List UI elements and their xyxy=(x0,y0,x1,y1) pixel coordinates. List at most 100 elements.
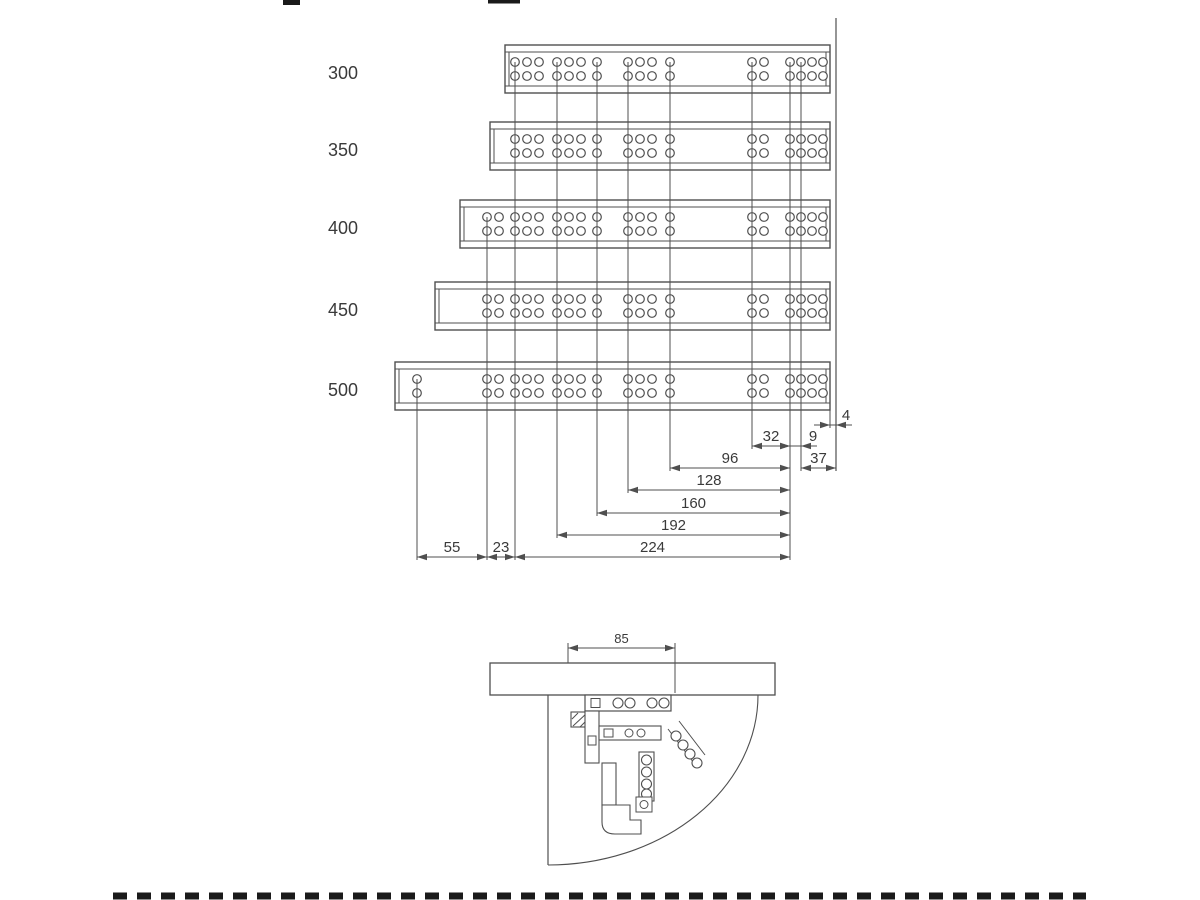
rail-450: 450 xyxy=(328,281,831,331)
dimension-arrow xyxy=(801,442,811,450)
mounting-hole xyxy=(647,212,657,222)
cabinet-top-panel xyxy=(489,662,776,696)
mounting-hole xyxy=(576,226,586,236)
top-edge-artifact xyxy=(488,0,520,4)
dimension-arrow xyxy=(801,464,811,472)
dimension-label: 128 xyxy=(696,472,721,489)
mounting-hole xyxy=(818,148,828,158)
mounting-hole xyxy=(635,71,645,81)
mounting-hole xyxy=(759,134,769,144)
dimension-arrow xyxy=(417,553,427,561)
dimension-55: 55 xyxy=(417,539,487,561)
mounting-hole xyxy=(759,308,769,318)
cross-section-view: 85 xyxy=(489,631,776,866)
mounting-hole xyxy=(576,212,586,222)
mounting-hole xyxy=(807,294,817,304)
dimension-85: 85 xyxy=(567,631,676,693)
mounting-hole xyxy=(647,134,657,144)
mounting-hole xyxy=(534,71,544,81)
mounting-hole xyxy=(759,388,769,398)
mounting-hole xyxy=(818,374,828,384)
top-edge-artifact xyxy=(283,0,300,5)
mounting-hole xyxy=(494,226,504,236)
mounting-hole xyxy=(522,148,532,158)
section-roller xyxy=(658,697,670,709)
dimension-9: 9 xyxy=(774,428,817,450)
mounting-hole xyxy=(494,294,504,304)
mounting-hole xyxy=(635,134,645,144)
dimension-label: 23 xyxy=(493,539,510,556)
dimension-label: 32 xyxy=(763,428,780,445)
dimension-arrow xyxy=(820,421,830,429)
mounting-hole xyxy=(647,148,657,158)
extension-lines xyxy=(416,18,837,560)
mounting-hole xyxy=(647,308,657,318)
section-roller xyxy=(640,766,653,778)
mounting-hole xyxy=(818,294,828,304)
mounting-hole xyxy=(635,374,645,384)
mounting-hole xyxy=(522,134,532,144)
mounting-hole xyxy=(818,71,828,81)
mounting-hole xyxy=(522,294,532,304)
mounting-hole xyxy=(522,71,532,81)
section-roller xyxy=(684,748,696,760)
dimension-arrow xyxy=(826,464,836,472)
mounting-hole xyxy=(635,308,645,318)
section-roller xyxy=(646,697,658,709)
dimension-arrow xyxy=(515,553,525,561)
mounting-hole xyxy=(576,374,586,384)
mounting-hole xyxy=(576,308,586,318)
mounting-hole xyxy=(534,308,544,318)
page-edge-artifacts xyxy=(113,0,1086,900)
dimension-label: 55 xyxy=(444,539,461,556)
mounting-hole xyxy=(759,294,769,304)
mounting-hole xyxy=(635,148,645,158)
dimension-arrow xyxy=(628,486,638,494)
dimension-arrow xyxy=(568,644,578,652)
mounting-hole xyxy=(807,374,817,384)
rail-300: 300 xyxy=(328,44,831,94)
rail-length-label: 450 xyxy=(328,300,358,320)
dimension-arrow xyxy=(780,464,790,472)
section-roller xyxy=(677,739,689,751)
dimension-arrow xyxy=(505,553,515,561)
dimension-arrow xyxy=(670,464,680,472)
mounting-hole xyxy=(759,226,769,236)
mounting-hole xyxy=(494,212,504,222)
rail-body xyxy=(459,199,831,249)
mounting-hole xyxy=(759,71,769,81)
rail-body xyxy=(489,121,831,171)
mounting-hole xyxy=(522,226,532,236)
dimension-arrow xyxy=(780,553,790,561)
mounting-hole xyxy=(576,57,586,67)
dimension-192: 192 xyxy=(557,517,790,539)
dimension-96: 96 xyxy=(670,450,790,472)
dimension-arrow xyxy=(780,531,790,539)
mounting-hole xyxy=(807,134,817,144)
dimension-label: 160 xyxy=(681,495,706,512)
section-roller xyxy=(640,754,653,766)
dimension-label: 96 xyxy=(722,450,739,467)
mounting-hole xyxy=(818,226,828,236)
mounting-hole xyxy=(534,212,544,222)
mounting-hole xyxy=(647,226,657,236)
section-roller xyxy=(691,757,703,769)
mounting-hole xyxy=(564,388,574,398)
mounting-hole xyxy=(647,71,657,81)
dimension-label: 4 xyxy=(842,407,850,424)
rail-body xyxy=(434,281,831,331)
mounting-hole xyxy=(647,57,657,67)
mounting-hole xyxy=(494,374,504,384)
section-roller xyxy=(624,697,636,709)
mounting-hole xyxy=(576,71,586,81)
dimension-arrow xyxy=(477,553,487,561)
mounting-hole xyxy=(576,388,586,398)
rail-length-label: 400 xyxy=(328,218,358,238)
mounting-hole xyxy=(818,212,828,222)
dimension-arrow xyxy=(780,486,790,494)
dimension-arrow xyxy=(752,442,762,450)
rail-400: 400 xyxy=(328,199,831,249)
